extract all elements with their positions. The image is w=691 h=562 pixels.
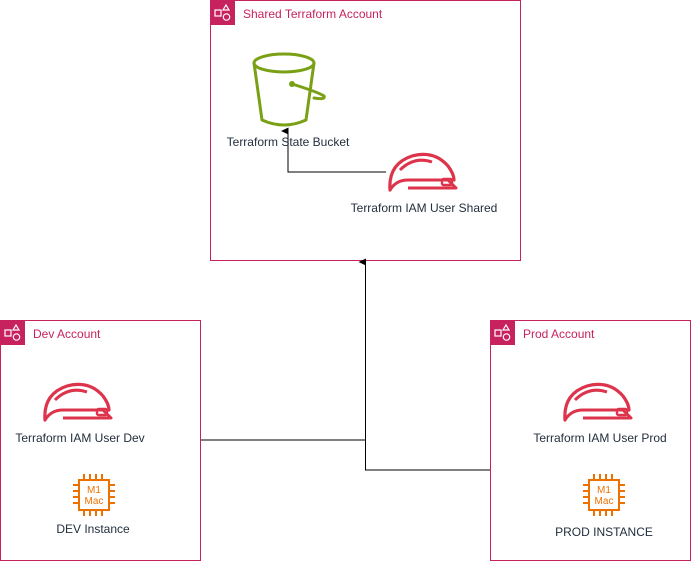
prod-instance-label: PROD INSTANCE [555,525,653,539]
iam-user-prod-label: Terraform IAM User Prod [533,431,667,445]
dev-account-title: Dev Account [33,327,101,341]
connector-prod-to-shared[interactable] [365,440,491,471]
iam-user-shared-helmet-icon[interactable] [386,150,464,196]
account-group-icon [1,321,25,345]
s3-bucket-icon[interactable] [248,50,328,132]
connector-dev-to-shared[interactable] [201,258,366,441]
chip-text-line-2: Mac [595,496,614,507]
chip-text-line-1: M1 [597,485,611,496]
dev-account-group[interactable]: Dev Account [0,320,201,561]
chip-text-line-2: Mac [85,496,104,507]
dev-m1-mac-instance-icon[interactable]: M1 Mac [71,472,117,518]
iam-user-prod-helmet-icon[interactable] [561,380,639,426]
dev-instance-label: DEV Instance [56,522,130,536]
prod-account-title: Prod Account [523,327,595,341]
account-group-icon [211,1,235,25]
chip-text-line-1: M1 [87,485,101,496]
account-group-icon [491,321,515,345]
connector-iam-shared-to-bucket[interactable] [281,127,386,173]
iam-user-dev-helmet-icon[interactable] [41,380,119,426]
shared-account-group[interactable]: Shared Terraform Account [210,0,521,261]
iam-user-dev-label: Terraform IAM User Dev [15,431,145,445]
iam-user-shared-label: Terraform IAM User Shared [350,201,498,215]
bucket-label: Terraform State Bucket [226,135,350,149]
shared-account-title: Shared Terraform Account [243,7,383,21]
prod-m1-mac-instance-icon[interactable]: M1 Mac [581,472,627,518]
